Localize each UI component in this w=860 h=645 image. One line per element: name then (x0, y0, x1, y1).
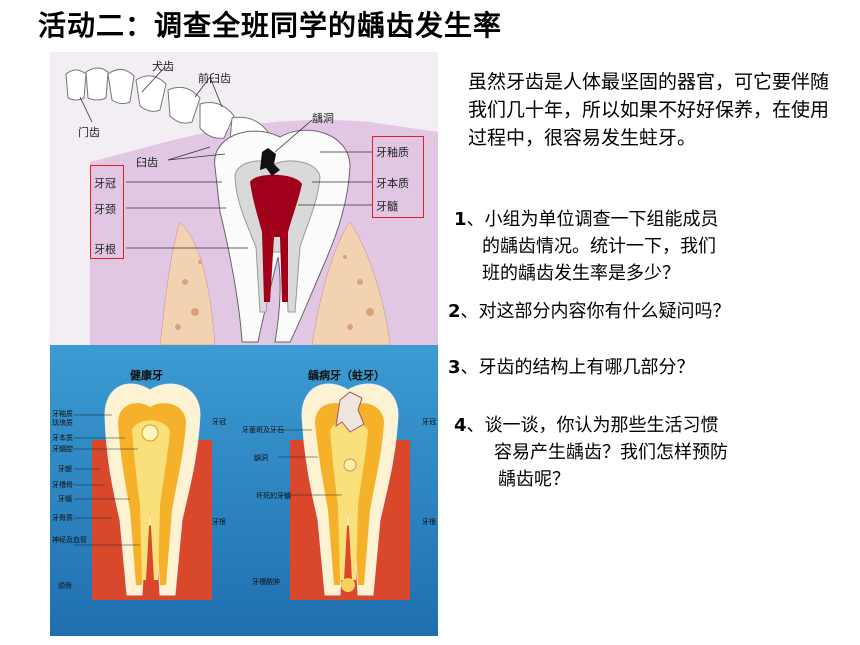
question-3: 3、牙齿的结构上有哪几部分？ (448, 354, 695, 381)
healthy-tooth-title: 健康牙 (130, 369, 163, 382)
enamel-dentin-pulp-frame (372, 136, 424, 218)
label-root: 牙根 (94, 243, 116, 256)
question-text: 、牙齿的结构上有哪几部分？ (460, 357, 695, 378)
label-molar: 臼齿 (136, 156, 158, 169)
intro-paragraph: 虽然牙齿是人体最坚固的器官，可它要伴随我们几十年，所以如果不好好保养，在使用过程… (468, 71, 830, 149)
question-text: 、谈一谈，你认为那些生活习惯 (466, 415, 719, 436)
label-crown: 牙冠 (94, 177, 116, 190)
label-left: 牙髓 (58, 495, 72, 503)
label-left: 牙釉质 (52, 410, 73, 418)
tooth-anatomy-diagram: 犬齿 前臼齿 门齿 臼齿 龋洞 牙冠 牙颈 牙根 牙釉质 牙本质 牙髓 (50, 52, 438, 346)
label-right: 牙冠 (422, 418, 436, 426)
question-text: 容易产生龋齿？我们怎样预防 (494, 442, 728, 463)
healthy-vs-decayed-tooth-diagram: 健康牙 龋病牙（蛀牙） 牙釉质 珐琅质 牙本质 牙髓腔 牙龈 牙槽骨 牙髓 牙骨… (50, 345, 438, 636)
label-middle: 坏死的牙髓 (256, 492, 291, 500)
crown-neck-root-frame (90, 165, 124, 259)
question-4: 4、谈一谈，你认为那些生活习惯 容易产生龋齿？我们怎样预防 龋齿呢？ (454, 412, 728, 493)
question-number: 2 (448, 301, 461, 322)
label-middle: 牙槽脓肿 (252, 578, 280, 586)
question-text: 、小组为单位调查一下组能成员 (466, 209, 719, 230)
question-text: 的龋齿情况。统计一下，我们 (482, 236, 716, 257)
label-left: 神经及血管 (52, 536, 87, 544)
question-number: 3 (448, 357, 461, 378)
question-number: 1 (454, 209, 467, 230)
label-middle: 牙菌斑及牙石 (242, 426, 284, 434)
label-left: 牙本质 (52, 434, 73, 442)
question-text: 、对这部分内容你有什么疑问吗？ (460, 301, 731, 322)
question-text: 龋齿呢？ (498, 469, 570, 490)
label-left: 牙髓腔 (52, 445, 73, 453)
label-caries: 龋洞 (312, 112, 334, 125)
label-premolar: 前臼齿 (198, 72, 231, 85)
label-left: 颌骨 (58, 582, 72, 590)
slide-title: 活动二：调查全班同学的龋齿发生率 (38, 9, 503, 42)
tooth-comparison-illustration (50, 345, 438, 636)
label-enamel: 牙釉质 (376, 146, 409, 159)
label-right: 牙根 (422, 518, 436, 526)
label-left: 牙骨质 (52, 514, 73, 522)
label-middle: 龋洞 (254, 454, 268, 462)
decayed-tooth-title: 龋病牙（蛀牙） (308, 369, 385, 382)
question-2: 2、对这部分内容你有什么疑问吗？ (448, 298, 731, 325)
question-number: 4 (454, 415, 467, 436)
label-middle: 牙根 (212, 518, 226, 526)
label-incisor: 门齿 (78, 126, 100, 139)
label-left: 珐琅质 (52, 419, 73, 427)
tooth-anatomy-illustration (65, 66, 438, 346)
question-1: 1、小组为单位调查一下组能成员 的龋齿情况。统计一下，我们 班的龋齿发生率是多少… (454, 206, 719, 287)
label-middle: 牙冠 (212, 418, 226, 426)
label-pulp: 牙髓 (376, 200, 398, 213)
label-left: 牙槽骨 (52, 481, 73, 489)
label-dentin: 牙本质 (376, 177, 409, 190)
label-canine: 犬齿 (152, 60, 174, 73)
label-left: 牙龈 (58, 465, 72, 473)
question-text: 班的龋齿发生率是多少？ (482, 263, 680, 284)
label-neck: 牙颈 (94, 203, 116, 216)
